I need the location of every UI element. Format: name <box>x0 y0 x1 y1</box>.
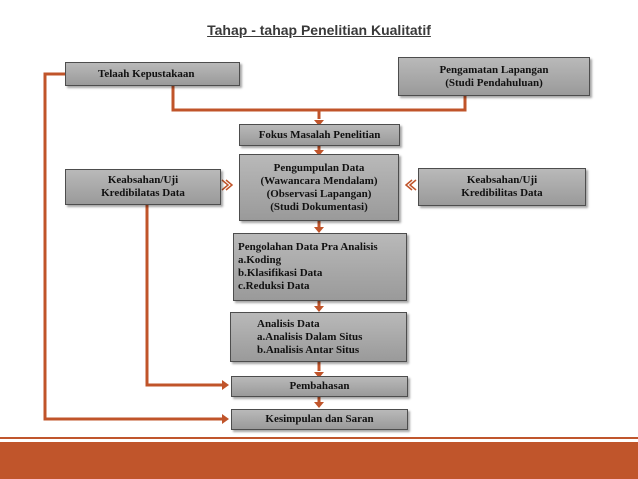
pengolahan-line-1: Pengolahan Data Pra Analisis <box>238 241 378 253</box>
pengolahan-data-box: Pengolahan Data Pra Analisis a.Koding b.… <box>233 233 407 301</box>
pengumpulan-line-4: (Studi Dokumentasi) <box>270 200 368 213</box>
pengolahan-line-4: c.Reduksi Data <box>238 280 310 292</box>
diagram-title: Tahap - tahap Penelitian Kualitatif <box>207 22 431 38</box>
keabsahan-right-box: Keabsahan/Uji Kredibilitas Data <box>418 168 586 206</box>
analisis-line-1: Analisis Data <box>257 317 320 330</box>
pengumpulan-line-1: Pengumpulan Data <box>273 161 365 174</box>
keabsahan-left-line-1: Keabsahan/Uji <box>107 174 179 186</box>
pengolahan-line-3: b.Klasifikasi Data <box>238 267 323 279</box>
telaah-line-1: Telaah Kepustakaan <box>98 67 195 80</box>
keabsahan-left-box: Keabsahan/Uji Kredibilatas Data <box>65 169 221 205</box>
footer-divider <box>0 437 638 439</box>
telaah-kepustakaan-box: Telaah Kepustakaan <box>65 62 240 86</box>
pengamatan-lapangan-box: Pengamatan Lapangan (Studi Pendahuluan) <box>398 57 590 96</box>
kesimpulan-line-1: Kesimpulan dan Saran <box>265 413 374 425</box>
pengumpulan-line-2: (Wawancara Mendalam) <box>260 174 378 187</box>
pengumpulan-data-box: Pengumpulan Data (Wawancara Mendalam) (O… <box>239 154 399 221</box>
pengamatan-line-2: (Studi Pendahuluan) <box>445 76 543 89</box>
keabsahan-left-line-2: Kredibilatas Data <box>101 187 185 199</box>
analisis-data-box: Analisis Data a.Analisis Dalam Situs b.A… <box>230 312 407 362</box>
fokus-masalah-box: Fokus Masalah Penelitian <box>239 124 400 146</box>
analisis-line-2: a.Analisis Dalam Situs <box>257 330 363 343</box>
pembahasan-line-1: Pembahasan <box>289 380 350 392</box>
fokus-line-1: Fokus Masalah Penelitian <box>258 128 381 141</box>
pengamatan-line-1: Pengamatan Lapangan <box>439 63 549 76</box>
analisis-line-3: b.Analisis Antar Situs <box>257 343 360 356</box>
keabsahan-right-line-1: Keabsahan/Uji <box>466 174 538 186</box>
pengumpulan-line-3: (Observasi Lapangan) <box>266 187 372 200</box>
footer-bar <box>0 442 638 479</box>
keabsahan-right-line-2: Kredibilitas Data <box>461 187 543 199</box>
pengolahan-line-2: a.Koding <box>238 254 282 266</box>
pembahasan-box: Pembahasan <box>231 376 408 397</box>
kesimpulan-box: Kesimpulan dan Saran <box>231 409 408 430</box>
